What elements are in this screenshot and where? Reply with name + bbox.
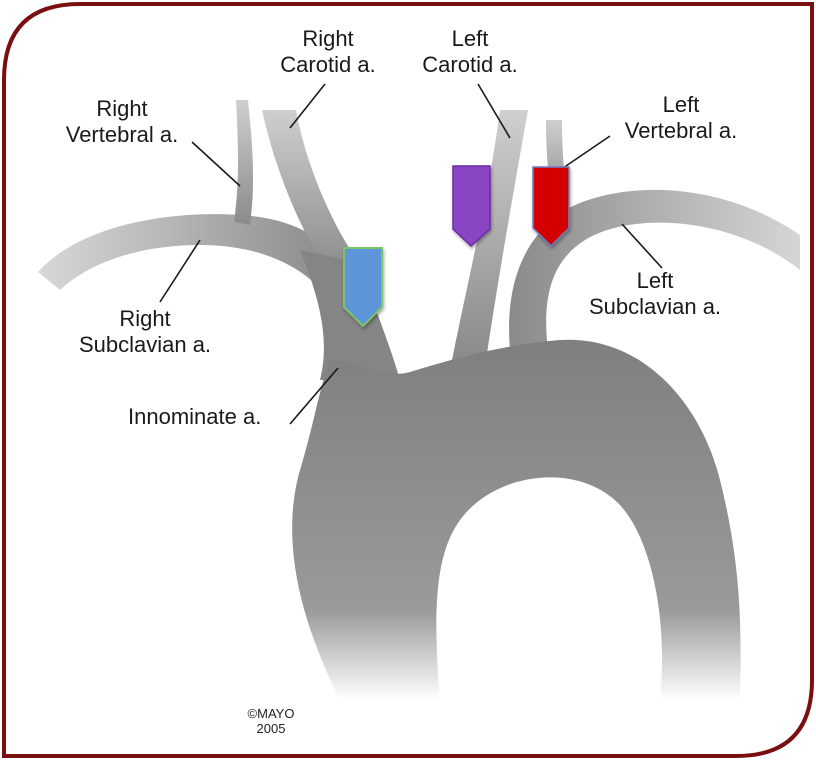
left-carotid-marker xyxy=(453,166,490,246)
right-subclavian-artery xyxy=(38,214,338,300)
leader-right-carotid xyxy=(290,84,325,128)
leader-left-subclavian xyxy=(622,224,662,268)
leader-right-vertebral xyxy=(192,142,240,186)
innominate-label: Innominate a. xyxy=(128,404,288,430)
aortic-arch xyxy=(292,340,740,700)
leader-right-subclavian xyxy=(160,240,200,302)
right-vertebral-artery xyxy=(234,100,253,225)
leader-left-vertebral xyxy=(563,136,610,168)
left-subclavian-marker xyxy=(533,167,569,246)
